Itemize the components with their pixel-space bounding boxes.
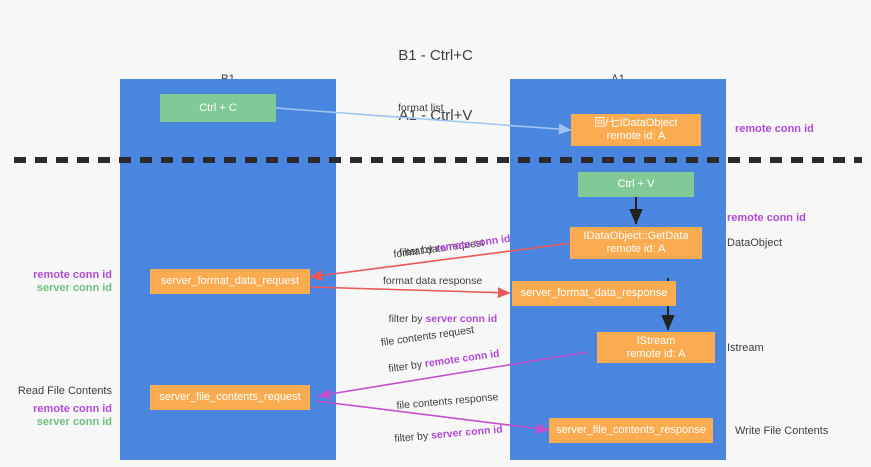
- note-left-remote-conn-id-2: remote conn id: [33, 403, 112, 415]
- edge-label-format-list: format list: [398, 102, 444, 114]
- node-server-format-data-response[interactable]: server_format_data_response: [512, 281, 676, 306]
- node-getdata[interactable]: IDataObject::GetData remote id: A: [570, 227, 702, 259]
- edge-label-format-data-response-filter: filter by server conn id: [377, 298, 498, 340]
- note-right-write-file-contents: Write File Contents: [735, 425, 829, 437]
- note-left-read-file-contents: Read File Contents: [17, 385, 112, 397]
- node-istream[interactable]: IStream remote id: A: [597, 332, 715, 363]
- node-server-format-data-request[interactable]: server_format_data_request: [150, 269, 310, 294]
- filter-prefix: filter by: [387, 358, 426, 376]
- title-line-1: B1 - Ctrl+C: [398, 47, 473, 64]
- note-right-remote-conn-id-mid: remote conn id: [727, 212, 806, 224]
- filter-key-remote-conn-id: remote conn id: [424, 347, 501, 370]
- note-left-remote-conn-id: remote conn id: [33, 269, 112, 281]
- node-server-file-contents-response[interactable]: server_file_contents_response: [549, 418, 713, 443]
- filter-prefix: filter by: [388, 313, 426, 325]
- filter-key-server-conn-id: server conn id: [425, 313, 498, 325]
- node-ctrl-c[interactable]: Ctrl + C: [160, 94, 276, 122]
- node-idataobject-remote[interactable]: 回/七IDataObject remote id: A: [571, 114, 701, 146]
- filter-prefix: filter by: [393, 429, 432, 445]
- note-right-data-object: DataObject: [727, 237, 783, 249]
- note-right-remote-conn-id-top: remote conn id: [735, 123, 814, 135]
- node-ctrl-v[interactable]: Ctrl + V: [578, 172, 694, 197]
- note-left-server-conn-id: server conn id: [36, 282, 112, 294]
- filter-key-remote-conn-id: remote conn id: [434, 232, 512, 255]
- node-server-file-contents-request[interactable]: server_file_contents_request: [150, 385, 310, 410]
- note-left-server-conn-id-2: server conn id: [36, 416, 112, 428]
- filter-key-server-conn-id: server conn id: [430, 423, 504, 442]
- edge-label-format-data-response: format data response: [383, 275, 483, 287]
- filter-prefix: filter by: [398, 242, 437, 260]
- edge-label-file-contents-response-filter: filter by server conn id: [381, 409, 504, 461]
- note-right-istream: Istream: [727, 342, 764, 354]
